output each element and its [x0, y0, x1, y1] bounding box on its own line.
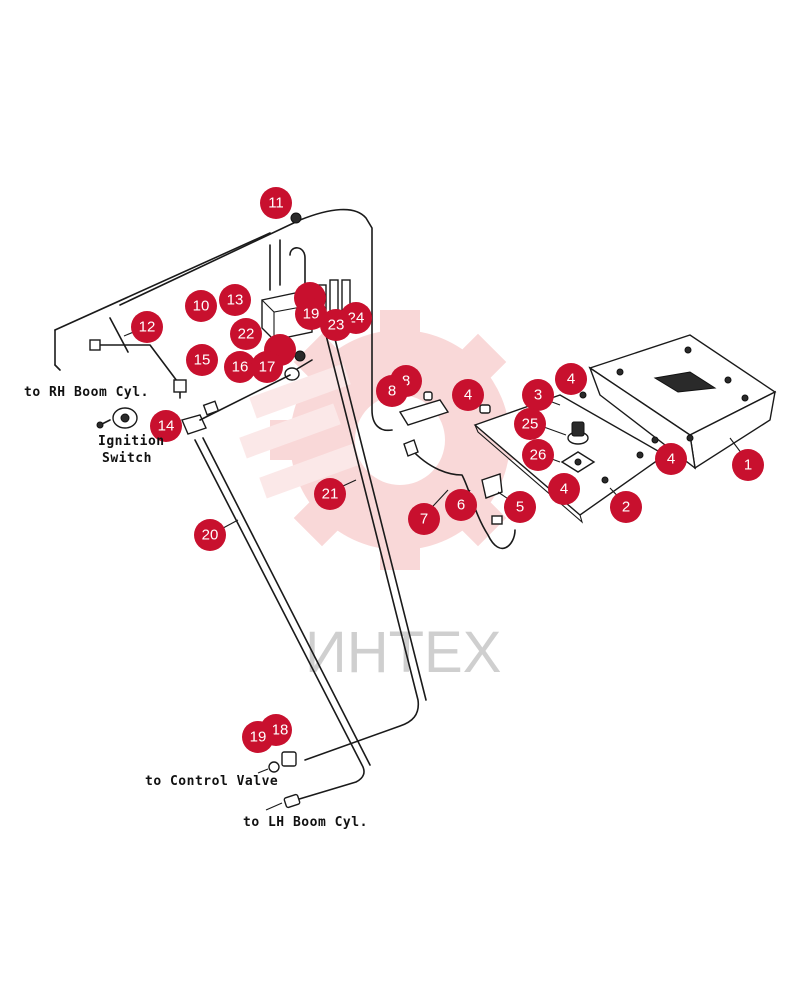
sensor-block [398, 399, 450, 426]
svg-text:24: 24 [348, 310, 365, 327]
callout-14: 14 [150, 410, 182, 442]
connector [481, 473, 503, 499]
callout-21: 21 [314, 478, 346, 510]
rh-boom-label: to RH Boom Cyl. [24, 385, 149, 400]
mounting-bracket [588, 334, 777, 470]
callout-4b: 4 [452, 379, 484, 411]
callout-5: 5 [504, 491, 536, 523]
tube-21 [304, 334, 420, 761]
svg-text:8: 8 [388, 383, 396, 400]
bottom-fittings [257, 751, 301, 811]
svg-text:17: 17 [259, 359, 276, 376]
svg-text:5: 5 [516, 499, 524, 516]
callout-22: 22 [230, 318, 262, 350]
callouts: 1 2 3 4 4 4 4 5 6 7 8 8 10 11 12 24 23 1… [131, 187, 764, 753]
callout-13: 13 [219, 284, 251, 316]
callout-26: 26 [522, 439, 554, 471]
svg-text:6: 6 [457, 497, 465, 514]
svg-text:4: 4 [464, 387, 472, 404]
callout-25: 25 [514, 408, 546, 440]
svg-text:22: 22 [238, 326, 255, 343]
callout-6: 6 [445, 489, 477, 521]
callout-23: 23 [320, 309, 352, 341]
svg-text:23: 23 [328, 317, 345, 334]
lh-boom-label: to LH Boom Cyl. [243, 815, 368, 830]
callout-2: 2 [610, 491, 642, 523]
tube-21-inner [333, 334, 427, 701]
svg-text:19: 19 [303, 306, 320, 323]
upper-tube [119, 208, 393, 432]
tube-20-inner [202, 437, 371, 766]
svg-text:7: 7 [420, 511, 428, 528]
callout-12: 12 [131, 311, 163, 343]
callout-4d: 4 [548, 473, 580, 505]
svg-text:25: 25 [522, 416, 539, 433]
svg-text:4: 4 [567, 371, 575, 388]
pressure-switch [560, 421, 596, 473]
svg-text:21: 21 [322, 486, 339, 503]
callout-8: 8 [376, 375, 408, 407]
svg-text:4: 4 [560, 481, 568, 498]
svg-text:1: 1 [744, 457, 752, 474]
callout-4a: 4 [555, 363, 587, 395]
svg-text:13: 13 [227, 292, 244, 309]
callout-3: 3 [522, 379, 554, 411]
svg-text:26: 26 [530, 447, 547, 464]
callout-17: 17 [251, 351, 283, 383]
callout-16: 16 [224, 351, 256, 383]
svg-text:2: 2 [622, 499, 630, 516]
svg-text:16: 16 [232, 359, 249, 376]
callout-7: 7 [408, 503, 440, 535]
nut [479, 404, 491, 414]
upper-tube-inner [54, 232, 271, 331]
ignition-switch [96, 407, 138, 429]
callout-10: 10 [185, 290, 217, 322]
fitting [423, 391, 433, 401]
svg-text:3: 3 [534, 387, 542, 404]
svg-text:10: 10 [193, 298, 210, 315]
svg-text:14: 14 [158, 418, 175, 435]
callout-11: 11 [260, 187, 292, 219]
svg-text:4: 4 [667, 451, 675, 468]
callout-1: 1 [732, 449, 764, 481]
svg-text:11: 11 [268, 195, 284, 212]
control-valve-label: to Control Valve [145, 774, 278, 789]
tube-12 [109, 317, 129, 353]
callout-20: 20 [194, 519, 226, 551]
svg-text:8: 8 [402, 373, 410, 390]
svg-text:19: 19 [250, 729, 267, 746]
tube-20 [194, 439, 365, 801]
ignition-label-line1: Ignition [98, 434, 165, 449]
tee-fitting [181, 374, 291, 435]
svg-text:18: 18 [272, 722, 289, 739]
svg-text:15: 15 [194, 352, 211, 369]
callout-4c: 4 [655, 443, 687, 475]
callout-19-bottom: 19 [242, 721, 274, 753]
svg-text:12: 12 [139, 319, 156, 336]
callout-19-top: 19 [295, 298, 327, 330]
watermark-text: ИНТЕХ [305, 620, 501, 685]
callout-15: 15 [186, 344, 218, 376]
plug [491, 515, 503, 525]
ignition-label-line2: Switch [102, 451, 152, 466]
svg-text:20: 20 [202, 527, 219, 544]
wire-plug [403, 439, 419, 457]
